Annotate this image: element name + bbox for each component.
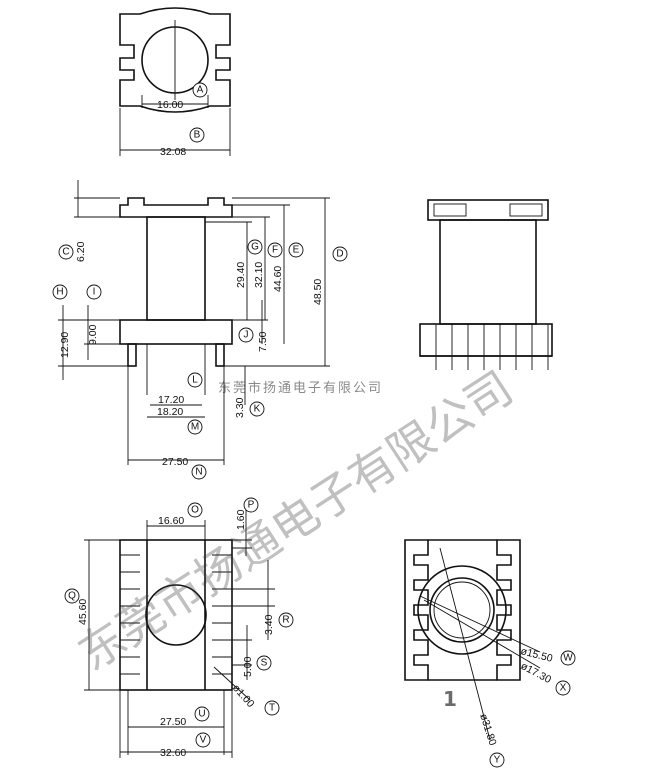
dim-a: 16.00 [157,99,183,111]
side-view [419,199,553,370]
front-view: 6.20 C 48.50 D 44.60 E 32.10 F 29.40 G 7… [52,180,348,480]
dim-e: 44.60 [272,266,284,292]
dim-j: 7.50 [257,331,269,352]
watermark-small: 东莞市扬通电子有限公司 [218,380,383,396]
label-h: H [56,287,63,298]
dim-c: 6.20 [75,241,87,262]
label-l: L [192,375,198,386]
dim-g: 29.40 [235,262,247,288]
dim-q: 45.60 [77,599,89,625]
label-o: O [191,505,199,516]
label-r: R [282,615,289,626]
dim-u: 27.50 [160,716,186,728]
watermark-large: 东莞市扬通电子有限公司 [69,360,523,681]
label-b: B [194,130,201,141]
dim-y: ø31.80 [477,712,499,747]
label-i: I [93,287,96,298]
page-number: 1 [443,687,457,711]
top-view: 16.00 A 32.08 B [119,7,231,158]
label-u: U [198,709,205,720]
dim-b: 32.08 [160,146,186,158]
label-p: P [248,500,255,511]
label-x: X [560,683,567,694]
dim-t: ø1.00 [230,682,257,710]
label-f: F [272,245,278,256]
label-e: E [293,245,300,256]
label-v: V [200,735,207,746]
label-c: C [62,247,69,258]
dim-k: 3.30 [234,397,246,418]
bottom-view: 16.60 O 1.60 P 45.60 Q 3.40 R 5.00 S ø1. [64,497,294,759]
dim-v: 32.60 [160,747,186,759]
end-view: ø15.50 W ø17.30 X ø31.80 Y 1 [404,539,576,768]
label-s: S [261,658,268,669]
label-q: Q [68,591,76,602]
label-k: K [254,404,261,415]
label-j: J [244,330,249,341]
dim-r: 3.40 [263,614,275,635]
label-y: Y [494,755,501,766]
label-g: G [251,242,259,253]
dim-d: 48.50 [312,279,324,305]
dim-n: 27.50 [162,456,188,468]
dim-f: 32.10 [253,262,265,288]
dim-s: 5.00 [242,656,254,677]
dim-h: 12.90 [59,332,71,358]
dim-l: 17.20 [158,394,184,406]
label-m: M [191,422,199,433]
dim-o: 16.60 [158,515,184,527]
label-w: W [563,653,573,664]
dim-p: 1.60 [235,509,247,530]
label-t: T [269,703,275,714]
label-n: N [195,467,202,478]
dim-i: 9.00 [87,324,99,345]
dim-m: 18.20 [157,406,183,418]
label-a: A [197,85,204,96]
label-d: D [336,249,343,260]
